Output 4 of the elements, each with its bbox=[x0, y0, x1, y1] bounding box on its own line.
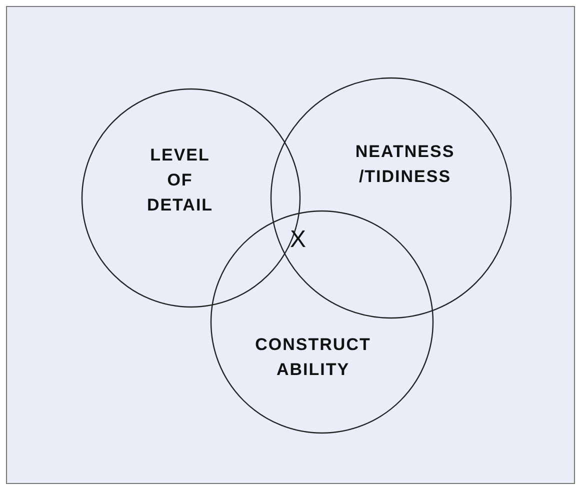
circle-label: LEVEL OF DETAIL bbox=[146, 144, 214, 216]
circle-label: CONSTRUCT ABILITY bbox=[254, 334, 372, 381]
intersection-label: X bbox=[290, 226, 306, 254]
circle-label: NEATNESS /TIDINESS bbox=[354, 141, 456, 188]
